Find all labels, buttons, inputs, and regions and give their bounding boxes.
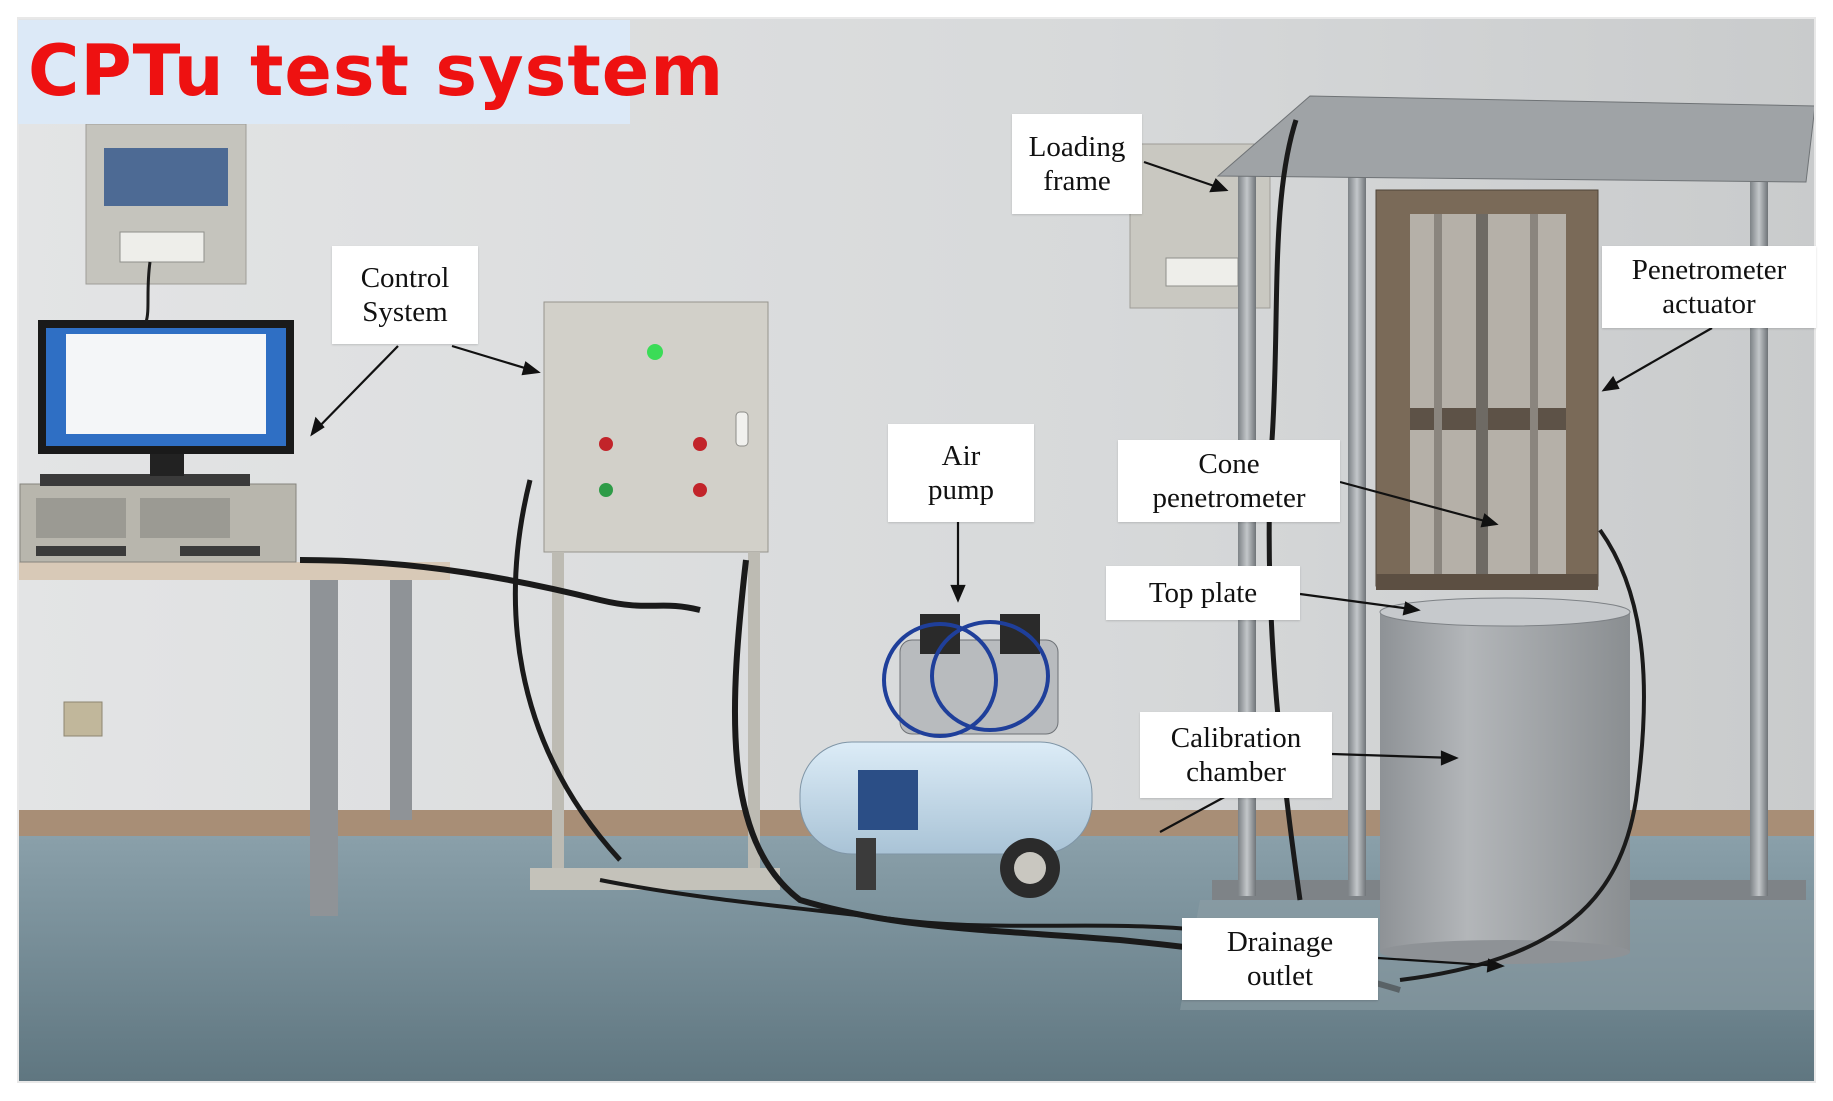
label-penetrometer-actuator: Penetrometer actuator: [1602, 246, 1816, 328]
label-top-plate: Top plate: [1106, 566, 1300, 620]
control-cabinet: [543, 301, 769, 553]
label-calibration-chamber: Calibration chamber: [1140, 712, 1332, 798]
label-control-system: Control System: [332, 246, 478, 344]
label-drainage-outlet: Drainage outlet: [1182, 918, 1378, 1000]
floor-outlet: [63, 701, 103, 737]
label-cone-penetrometer: Cone penetrometer: [1118, 440, 1340, 522]
keyboard: [40, 474, 250, 486]
annotation-arrows: [310, 160, 1713, 973]
desk-leg: [310, 580, 338, 916]
frame-top-plate: [1216, 95, 1816, 183]
cabinet-stand: [552, 552, 564, 888]
desk-top: [18, 562, 450, 580]
figure-title: CPTu test system: [28, 30, 725, 112]
title-banner: [18, 20, 630, 124]
calibration-chamber-body: [1380, 612, 1630, 952]
label-air-pump: Air pump: [888, 424, 1034, 522]
air-compressor-tank: [799, 741, 1093, 855]
label-loading-frame: Loading frame: [1012, 114, 1142, 214]
